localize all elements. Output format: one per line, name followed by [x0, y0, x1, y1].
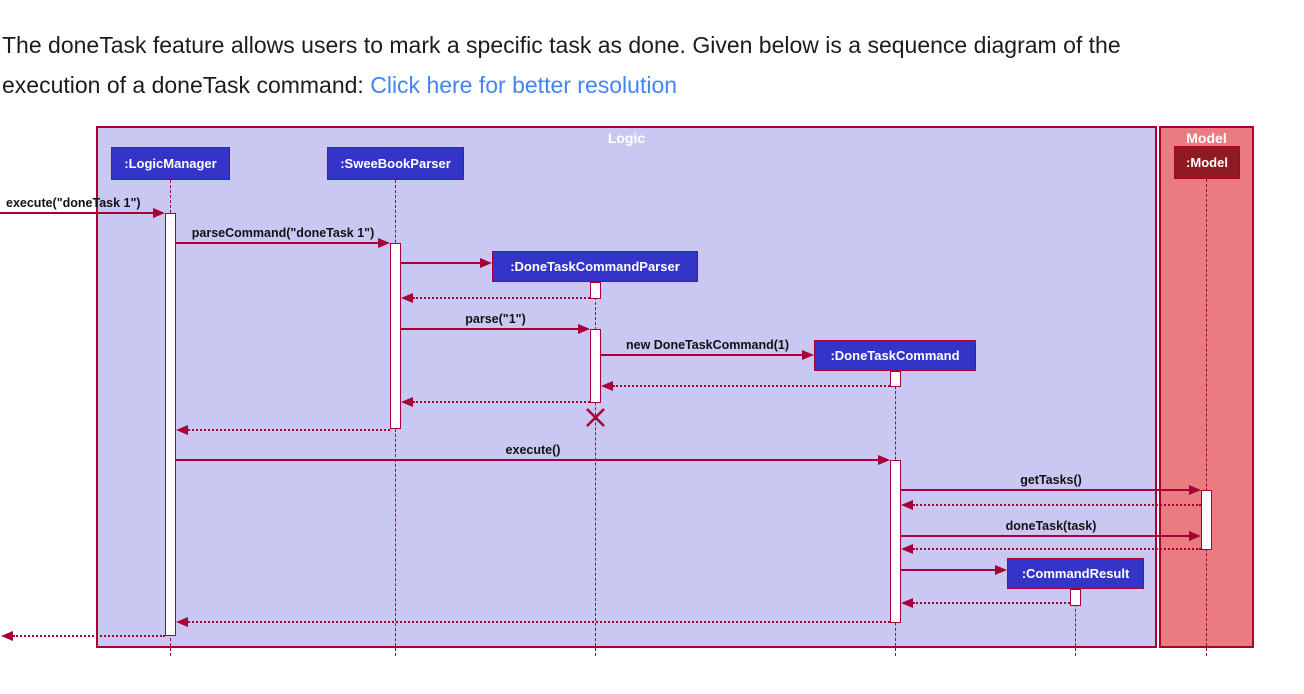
- arrow-return-execute: [188, 621, 890, 623]
- participant-donetaskcommandparser: :DoneTaskCommandParser: [492, 251, 698, 282]
- arrowhead-parsecommand: [378, 238, 390, 248]
- arrow-return-parsecommand: [188, 429, 390, 431]
- arrowhead-gettasks: [1189, 485, 1201, 495]
- lifeline-model: [1206, 179, 1207, 656]
- activation-donetaskcommand: [890, 460, 901, 623]
- arrow-create-commandresult: [901, 569, 995, 571]
- arrowhead-return-parse: [401, 397, 413, 407]
- intro-text: The doneTask feature allows users to mar…: [2, 32, 1121, 98]
- arrow-execute: [176, 459, 878, 461]
- arrowhead-create-donetaskcommandparser: [480, 258, 492, 268]
- arrow-return-commandresult: [913, 602, 1070, 604]
- participant-commandresult-label: :CommandResult: [1021, 566, 1130, 581]
- participant-logicmanager: :LogicManager: [111, 147, 230, 180]
- activation-donetaskcommand-ctor: [890, 371, 901, 387]
- arrowhead-return-final: [1, 631, 13, 641]
- activation-model: [1201, 490, 1212, 550]
- arrowhead-return-commandresult: [901, 598, 913, 608]
- participant-model: :Model: [1174, 146, 1240, 179]
- arrow-create-donetaskcommandparser: [401, 262, 480, 264]
- arrowhead-return-parser-ctor: [401, 293, 413, 303]
- arrow-return-final: [13, 635, 165, 637]
- participant-model-label: :Model: [1186, 155, 1228, 170]
- message-label-new-donetaskcommand: new DoneTaskCommand(1): [626, 338, 789, 352]
- arrow-return-donetask: [913, 548, 1201, 550]
- lifeline-commandresult: [1075, 589, 1076, 656]
- arrowhead-donetask: [1189, 531, 1201, 541]
- message-label-parse: parse("1"): [465, 312, 526, 326]
- arrow-parsecommand: [176, 242, 378, 244]
- activation-sweebookparser: [390, 243, 401, 429]
- activation-donetaskcommandparser: [590, 329, 601, 403]
- arrow-execute-user: [0, 212, 153, 214]
- message-label-execute: execute(): [505, 443, 561, 457]
- arrow-gettasks: [901, 489, 1189, 491]
- participant-donetaskcommand-label: :DoneTaskCommand: [830, 348, 960, 363]
- arrowhead-return-execute: [176, 617, 188, 627]
- lifeline-donetaskcommandparser: [595, 282, 596, 656]
- activation-commandresult: [1070, 589, 1081, 606]
- arrow-donetask: [901, 535, 1189, 537]
- arrow-return-parser-ctor: [413, 297, 590, 299]
- participant-logicmanager-label: :LogicManager: [124, 156, 217, 171]
- participant-donetaskcommandparser-label: :DoneTaskCommandParser: [510, 259, 680, 274]
- arrowhead-return-command-ctor: [601, 381, 613, 391]
- arrowhead-parse: [578, 324, 590, 334]
- logic-frame: Logic: [96, 126, 1157, 648]
- participant-sweebookparser-label: :SweeBookParser: [340, 156, 451, 171]
- message-label-parsecommand: parseCommand("doneTask 1"): [191, 226, 375, 240]
- arrow-parse: [401, 328, 578, 330]
- participant-sweebookparser: :SweeBookParser: [327, 147, 464, 180]
- activation-logicmanager: [165, 213, 176, 636]
- message-label-execute-user: execute("doneTask 1"): [6, 196, 141, 210]
- arrowhead-execute-user: [153, 208, 165, 218]
- arrow-new-donetaskcommand: [601, 354, 802, 356]
- arrowhead-new-donetaskcommand: [802, 350, 814, 360]
- better-resolution-link[interactable]: Click here for better resolution: [370, 72, 678, 98]
- arrowhead-return-donetask: [901, 544, 913, 554]
- logic-frame-label: Logic: [607, 130, 646, 146]
- arrow-return-command-ctor: [613, 385, 890, 387]
- destroy-x-icon: [586, 408, 605, 427]
- model-frame-label: Model: [1186, 130, 1227, 146]
- message-label-donetask: doneTask(task): [1005, 519, 1097, 533]
- participant-donetaskcommand: :DoneTaskCommand: [814, 340, 976, 371]
- arrowhead-return-parsecommand: [176, 425, 188, 435]
- arrowhead-return-gettasks: [901, 500, 913, 510]
- activation-donetaskcommandparser-ctor: [590, 282, 601, 299]
- arrow-return-gettasks: [913, 504, 1201, 506]
- arrow-return-parse: [413, 401, 590, 403]
- intro-paragraph: The doneTask feature allows users to mar…: [2, 25, 1152, 105]
- participant-commandresult: :CommandResult: [1007, 558, 1144, 589]
- arrowhead-execute: [878, 455, 890, 465]
- arrowhead-create-commandresult: [995, 565, 1007, 575]
- message-label-gettasks: getTasks(): [1020, 473, 1082, 487]
